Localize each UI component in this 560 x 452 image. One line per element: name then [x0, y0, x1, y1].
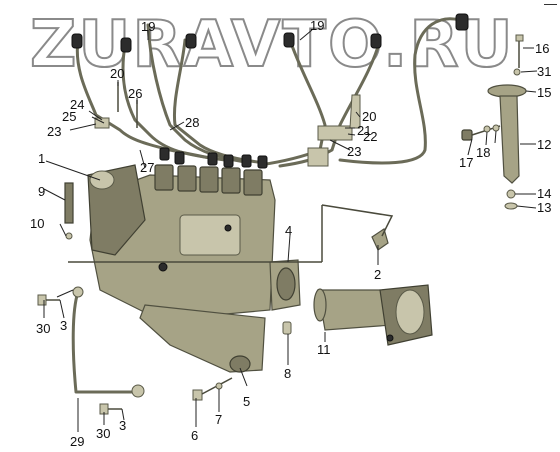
callout-21: 21	[357, 123, 371, 138]
callout-1: 1	[38, 151, 45, 166]
pipe-nut-icon	[120, 37, 132, 53]
stud	[64, 182, 74, 224]
pipe-nut-icon	[257, 155, 268, 169]
pipe-nut-icon	[159, 147, 170, 161]
pipe-nut-icon	[370, 33, 382, 49]
callout-22: 22	[363, 129, 377, 144]
callout-12: 12	[537, 137, 551, 152]
pipe-clamp	[94, 117, 110, 129]
injector-assembly	[461, 34, 527, 210]
callout-27: 27	[140, 160, 154, 175]
callout-29: 29	[70, 434, 84, 449]
callout-2: 2	[374, 267, 381, 282]
sleeve	[282, 321, 292, 335]
callout-3: 3	[119, 418, 126, 433]
watermark: ZURAVTO.RU	[30, 8, 515, 82]
pipe-nut-icon	[455, 13, 469, 31]
callout-10: 10	[30, 216, 44, 231]
callout-25: 25	[62, 109, 76, 124]
callout-28: 28	[185, 115, 199, 130]
callout-18: 18	[476, 145, 490, 160]
callout-labels: 1 2 3 3 4 5 6 7 8 9 10 11 12 13 14 15 16…	[30, 18, 551, 449]
oil-pipe	[71, 290, 138, 394]
callout-3: 3	[60, 318, 67, 333]
callout-20: 20	[362, 109, 376, 124]
callout-8: 8	[284, 366, 291, 381]
banjo-bolts	[37, 294, 122, 415]
pipe-nut-icon	[71, 33, 83, 49]
callout-19: 19	[310, 18, 324, 33]
callout-23: 23	[347, 144, 361, 159]
callout-9: 9	[38, 184, 45, 199]
callout-24: 24	[70, 97, 84, 112]
pipe-nut-icon	[223, 154, 234, 168]
pipe-clamp	[317, 125, 353, 141]
pipe-nut-icon	[207, 152, 218, 166]
pipe-nut-icon	[185, 33, 197, 49]
callout-15: 15	[537, 85, 551, 100]
high-pressure-pipes	[71, 13, 469, 169]
pipe-bracket	[349, 94, 361, 129]
callout-16: 16	[535, 41, 549, 56]
injection-pump-assembly	[87, 164, 301, 321]
bolt	[192, 389, 203, 401]
pipe-nut-icon	[174, 151, 185, 165]
pipe-nut-icon	[241, 154, 252, 168]
callout-6: 6	[191, 428, 198, 443]
callout-11: 11	[317, 342, 331, 357]
leader-lines	[43, 29, 538, 432]
callout-13: 13	[537, 200, 551, 215]
pipe-clamp	[307, 147, 329, 167]
callout-20: 20	[110, 66, 124, 81]
callout-31: 31	[537, 64, 551, 79]
callout-7: 7	[215, 412, 222, 427]
callout-26: 26	[128, 86, 142, 101]
callout-23: 23	[47, 124, 61, 139]
callout-30: 30	[36, 321, 50, 336]
callout-14: 14	[537, 186, 551, 201]
callout-4: 4	[285, 223, 292, 238]
callout-5: 5	[243, 394, 250, 409]
drive-coupling	[313, 284, 433, 346]
callout-19: 19	[141, 19, 155, 34]
pipe-nut-icon	[283, 32, 295, 48]
pump-mounting-bracket	[139, 304, 266, 373]
callout-30: 30	[96, 426, 110, 441]
sensor	[371, 228, 389, 251]
corner-mark: —	[544, 0, 557, 11]
washer	[215, 382, 223, 390]
callout-17: 17	[459, 155, 473, 170]
